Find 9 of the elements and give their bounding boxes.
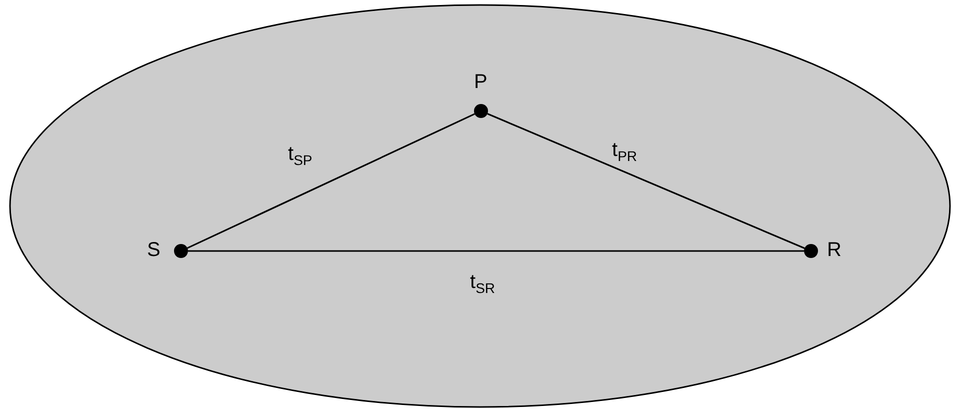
- edge-label: t$_{SR}$: [470, 270, 496, 298]
- connector-line: [187, 113, 475, 249]
- point-label: S: [147, 239, 160, 261]
- connector-line: [188, 250, 804, 252]
- edge-label: t$_{SP}$: [288, 142, 312, 170]
- connector-line: [487, 113, 805, 249]
- edge-label: t$_{PR}$: [612, 138, 638, 166]
- point-label: R: [827, 239, 842, 261]
- point-label: P: [474, 71, 488, 93]
